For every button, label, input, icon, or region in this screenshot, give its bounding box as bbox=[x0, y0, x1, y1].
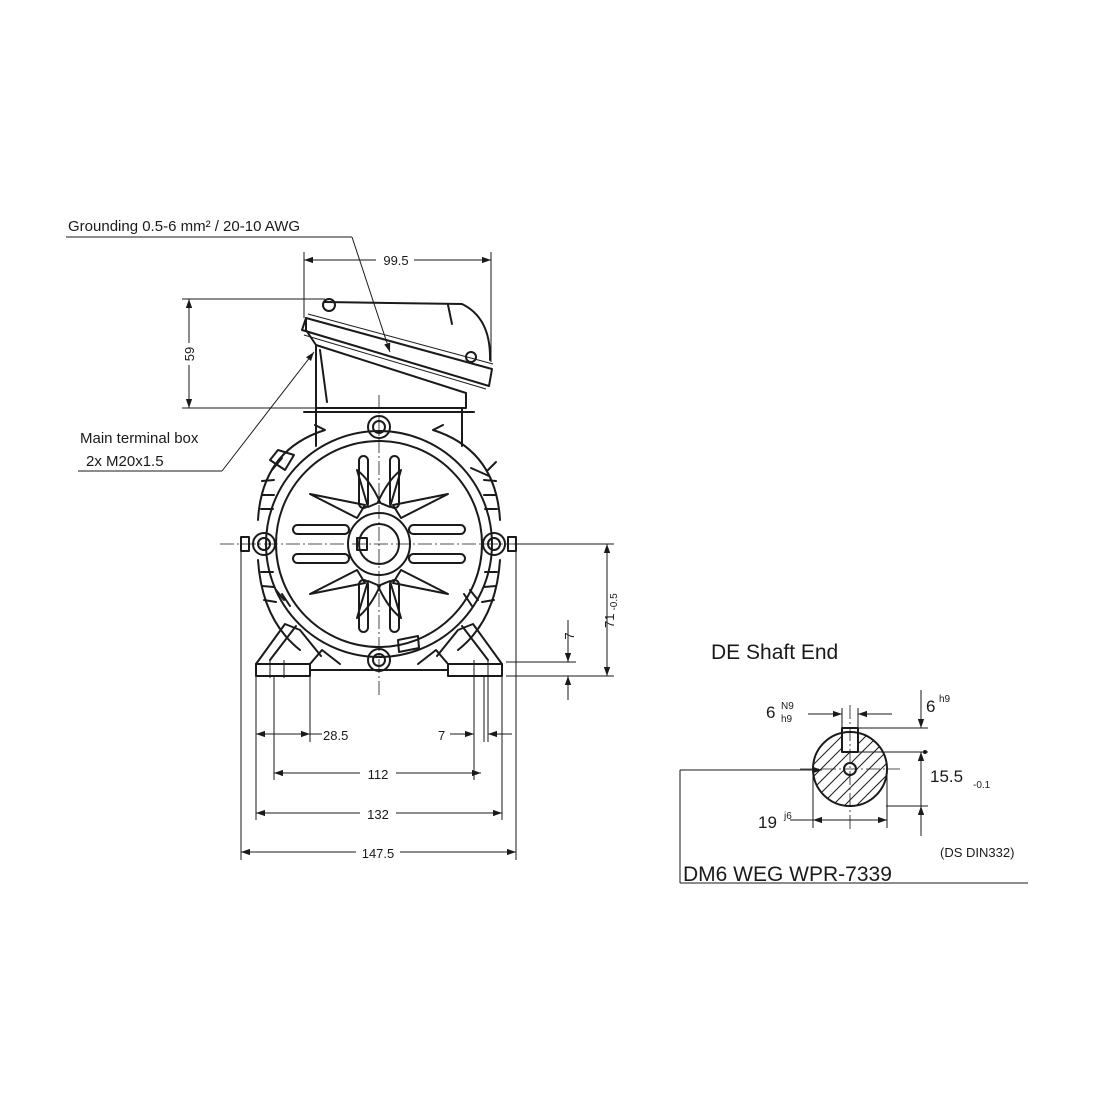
leader-terminal-box: Main terminal box 2x M20x1.5 bbox=[78, 351, 315, 472]
centre-lines bbox=[220, 395, 540, 695]
shaft-diameter-fit: j6 bbox=[783, 811, 792, 822]
key-width-label: 6 bbox=[766, 703, 775, 722]
dimension-box-width: 99.5 bbox=[303, 250, 492, 362]
overall-width-label: 147.5 bbox=[362, 846, 395, 861]
shaft-end-title: DE Shaft End bbox=[711, 641, 838, 664]
cooling-fins bbox=[260, 479, 498, 603]
dimension-overall-width: 147.5 bbox=[240, 551, 517, 861]
dimension-shaft-height: 71-0.5 bbox=[506, 543, 620, 677]
box-width-label: 99.5 bbox=[383, 253, 408, 268]
key-width-fit-lower: h9 bbox=[781, 714, 793, 725]
foot-slot-label: 7 bbox=[438, 728, 445, 743]
dimension-shaft-diameter: 19 j6 bbox=[758, 770, 888, 832]
terminal-box-label-line2: 2x M20x1.5 bbox=[86, 453, 164, 470]
terminal-box bbox=[301, 298, 494, 447]
key-height-fit: h9 bbox=[939, 694, 951, 705]
foot-height-label: 7 bbox=[562, 632, 577, 639]
shaft-depth-tol: -0.1 bbox=[973, 780, 991, 791]
terminal-box-label-line1: Main terminal box bbox=[80, 430, 199, 447]
dimension-foot-slot: 7 bbox=[438, 676, 512, 780]
dimension-foot-offset: 28.5 bbox=[255, 676, 348, 820]
standard-reference: (DS DIN332) bbox=[940, 845, 1014, 860]
fan-cover-petals bbox=[309, 469, 449, 619]
shaft-diameter-label: 19 bbox=[758, 813, 777, 832]
dimension-foot-spacing: 112 bbox=[273, 676, 481, 782]
model-leader bbox=[679, 766, 1028, 884]
shaft-height-label: 71-0.5 bbox=[602, 593, 620, 628]
dimension-shaft-depth: 15.5 -0.1 bbox=[886, 752, 991, 836]
leader-grounding: Grounding 0.5-6 mm² / 20-10 AWG bbox=[66, 218, 391, 353]
box-height-label: 59 bbox=[182, 347, 197, 361]
key-height-label: 6 bbox=[926, 697, 935, 716]
shaft-depth-label: 15.5 bbox=[930, 767, 963, 786]
dimension-foot-height: 7 bbox=[506, 620, 577, 700]
dimension-key-width: 6 N9 h9 bbox=[766, 701, 892, 728]
foot-spacing-label: 112 bbox=[368, 767, 389, 782]
key-width-fit-upper: N9 bbox=[781, 701, 794, 712]
fan-cover-slots bbox=[292, 455, 466, 633]
dimension-foot-width: 132 bbox=[256, 676, 503, 822]
foot-offset-label: 28.5 bbox=[323, 728, 348, 743]
model-label: DM6 WEG WPR-7339 bbox=[683, 863, 892, 886]
shaft-section bbox=[800, 705, 900, 830]
dimension-box-height: 59 bbox=[178, 298, 325, 409]
foot-width-label: 132 bbox=[367, 807, 389, 822]
grounding-label: Grounding 0.5-6 mm² / 20-10 AWG bbox=[68, 218, 300, 235]
